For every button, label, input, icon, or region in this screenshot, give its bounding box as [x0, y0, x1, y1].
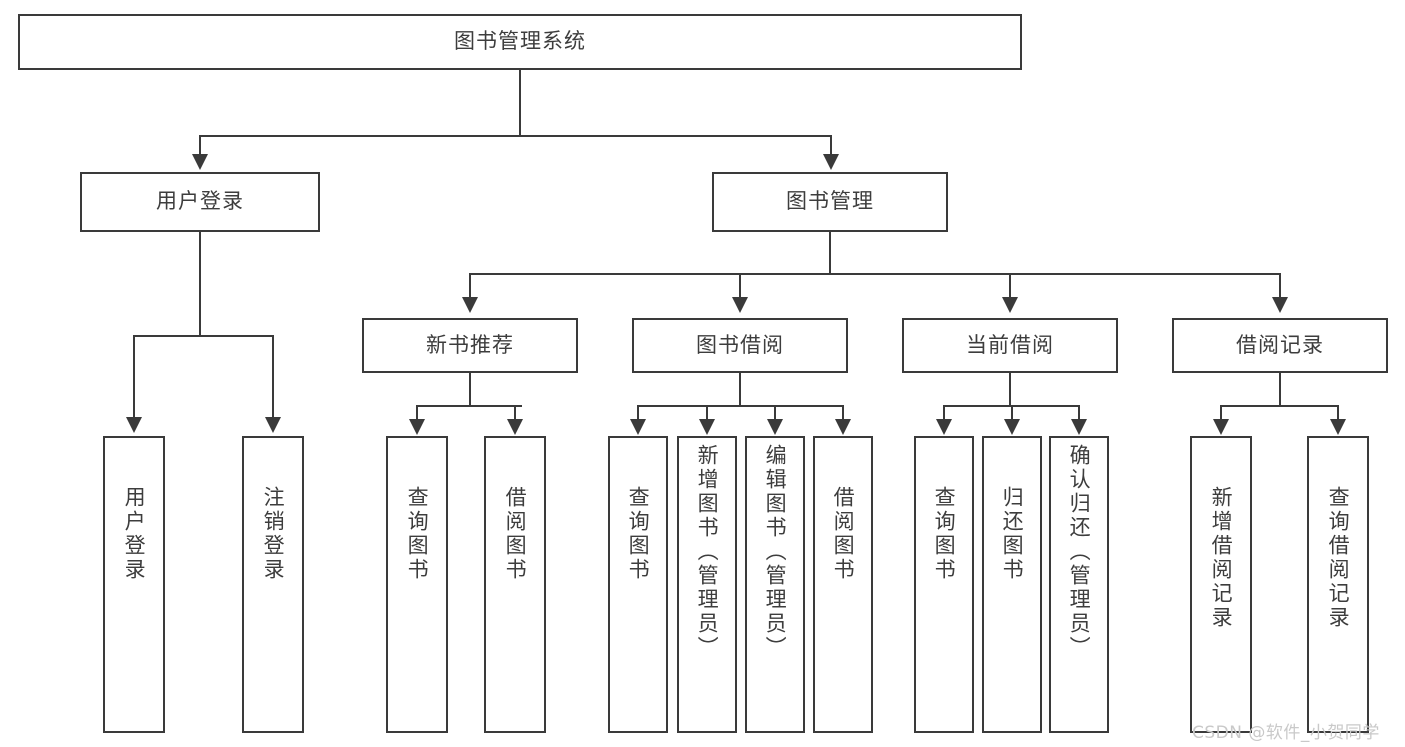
arrow-book-manage-c4 [1272, 297, 1288, 313]
node-leaf-confirm-return[interactable]: 确认归还（管理员） [1049, 436, 1109, 733]
connector-borrow-record-stem [1279, 373, 1281, 406]
connector-root-bar [199, 135, 831, 137]
node-leaf-user-login[interactable]: 用户登录 [103, 436, 165, 733]
arrow-user-login-right [265, 417, 281, 433]
csdn-watermark: CSDN @软件_小贺同学 [1192, 723, 1380, 743]
node-book-borrow-label: 图书借阅 [696, 332, 784, 357]
connector-new-book-rec-l2 [514, 405, 516, 421]
arrow-book-manage-c2 [732, 297, 748, 313]
connector-current-borrow-l2 [1011, 405, 1013, 421]
connector-book-borrow-bar [637, 405, 843, 407]
arrow-book-manage-c3 [1002, 297, 1018, 313]
connector-root-stem [519, 70, 521, 136]
arrow-user-login-left [126, 417, 142, 433]
arrow-new-book-rec-l1 [409, 419, 425, 435]
node-leaf-query-book-cur[interactable]: 查询图书 [914, 436, 974, 733]
node-new-book-rec-label: 新书推荐 [426, 332, 514, 357]
arrow-book-borrow-l3 [767, 419, 783, 435]
node-root-label: 图书管理系统 [454, 29, 586, 54]
node-current-borrow-label: 当前借阅 [966, 332, 1054, 357]
connector-root-to-user-login [199, 135, 201, 156]
node-leaf-user-login-label: 用户登录 [122, 486, 147, 582]
node-leaf-return-book-label: 归还图书 [1000, 486, 1025, 582]
connector-current-borrow-stem [1009, 373, 1011, 406]
arrow-current-borrow-l3 [1071, 419, 1087, 435]
node-user-login[interactable]: 用户登录 [80, 172, 320, 232]
connector-borrow-record-l2 [1337, 405, 1339, 421]
node-leaf-edit-book[interactable]: 编辑图书（管理员） [745, 436, 805, 733]
arrow-book-borrow-l2 [699, 419, 715, 435]
connector-user-login-stem [199, 232, 201, 336]
arrow-root-to-book-manage [823, 154, 839, 170]
connector-book-manage-stem [829, 232, 831, 274]
connector-book-manage-bar [469, 273, 1281, 275]
connector-new-book-rec-stem [469, 373, 471, 406]
connector-book-borrow-l4 [842, 405, 844, 421]
connector-borrow-record-bar [1220, 405, 1338, 407]
connector-book-borrow-l2 [706, 405, 708, 421]
node-root[interactable]: 图书管理系统 [18, 14, 1022, 70]
connector-user-login-left [133, 335, 135, 419]
connector-user-login-bar [133, 335, 273, 337]
connector-new-book-rec-bar [416, 405, 522, 407]
node-leaf-query-book-rec[interactable]: 查询图书 [386, 436, 448, 733]
connector-book-manage-c2 [739, 273, 741, 299]
node-borrow-record[interactable]: 借阅记录 [1172, 318, 1388, 373]
arrow-new-book-rec-l2 [507, 419, 523, 435]
node-book-manage-label: 图书管理 [786, 189, 874, 214]
node-leaf-borrow-book-rec-label: 借阅图书 [503, 486, 528, 582]
connector-current-borrow-l1 [943, 405, 945, 421]
arrow-book-borrow-l4 [835, 419, 851, 435]
arrow-book-borrow-l1 [630, 419, 646, 435]
arrow-current-borrow-l2 [1004, 419, 1020, 435]
connector-root-to-book-manage [830, 135, 832, 156]
connector-book-borrow-stem [739, 373, 741, 406]
connector-new-book-rec-l1 [416, 405, 418, 421]
arrow-borrow-record-l2 [1330, 419, 1346, 435]
node-book-manage[interactable]: 图书管理 [712, 172, 948, 232]
node-book-borrow[interactable]: 图书借阅 [632, 318, 848, 373]
node-leaf-query-book-borrow[interactable]: 查询图书 [608, 436, 668, 733]
node-leaf-query-record[interactable]: 查询借阅记录 [1307, 436, 1369, 733]
node-new-book-rec[interactable]: 新书推荐 [362, 318, 578, 373]
node-leaf-borrow-book-rec[interactable]: 借阅图书 [484, 436, 546, 733]
node-leaf-add-record[interactable]: 新增借阅记录 [1190, 436, 1252, 733]
node-current-borrow[interactable]: 当前借阅 [902, 318, 1118, 373]
connector-book-borrow-l1 [637, 405, 639, 421]
arrow-borrow-record-l1 [1213, 419, 1229, 435]
node-leaf-query-record-label: 查询借阅记录 [1326, 486, 1351, 630]
node-borrow-record-label: 借阅记录 [1236, 332, 1324, 357]
node-leaf-logout[interactable]: 注销登录 [242, 436, 304, 733]
node-leaf-add-book[interactable]: 新增图书（管理员） [677, 436, 737, 733]
node-leaf-edit-book-label: 编辑图书（管理员） [763, 444, 788, 660]
node-leaf-borrow-book-label: 借阅图书 [831, 486, 856, 582]
node-leaf-add-book-label: 新增图书（管理员） [695, 444, 720, 660]
node-leaf-query-book-cur-label: 查询图书 [932, 486, 957, 582]
connector-borrow-record-l1 [1220, 405, 1222, 421]
connector-book-manage-c1 [469, 273, 471, 299]
node-leaf-query-book-rec-label: 查询图书 [405, 486, 430, 582]
arrow-book-manage-c1 [462, 297, 478, 313]
node-leaf-return-book[interactable]: 归还图书 [982, 436, 1042, 733]
node-leaf-borrow-book[interactable]: 借阅图书 [813, 436, 873, 733]
node-leaf-query-book-borrow-label: 查询图书 [626, 486, 651, 582]
node-leaf-confirm-return-label: 确认归还（管理员） [1067, 444, 1092, 660]
connector-book-manage-c3 [1009, 273, 1011, 299]
connector-user-login-right [272, 335, 274, 419]
arrow-current-borrow-l1 [936, 419, 952, 435]
node-user-login-label: 用户登录 [156, 189, 244, 214]
connector-book-manage-c4 [1279, 273, 1281, 299]
connector-current-borrow-l3 [1078, 405, 1080, 421]
arrow-root-to-user-login [192, 154, 208, 170]
connector-book-borrow-l3 [774, 405, 776, 421]
node-leaf-add-record-label: 新增借阅记录 [1209, 486, 1234, 630]
node-leaf-logout-label: 注销登录 [261, 486, 286, 582]
